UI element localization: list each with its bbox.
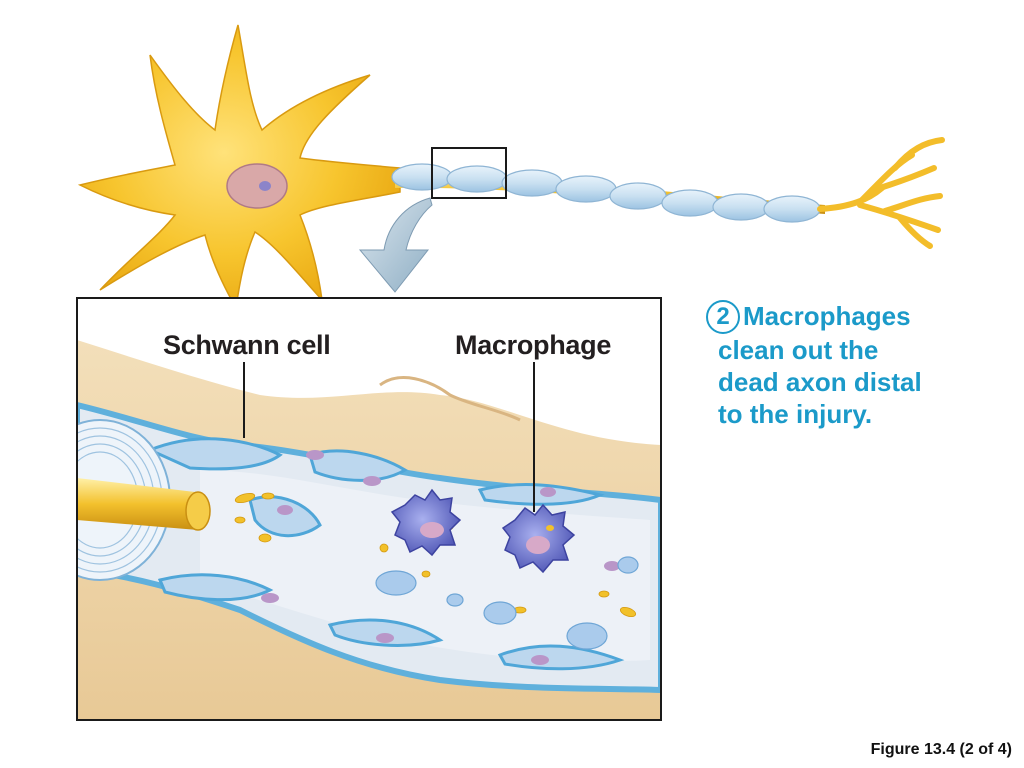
step-number-badge: 2 [706, 300, 740, 334]
inset-panel [77, 298, 661, 720]
myelin-sheath [391, 163, 821, 223]
figure-caption: Figure 13.4 (2 of 4) [870, 741, 1012, 758]
step-text-rest: clean out the dead axon distal to the in… [718, 335, 922, 429]
inset-frame [76, 297, 662, 721]
schwann-cell-label: Schwann cell [163, 330, 331, 360]
macrophage-cell [390, 488, 576, 574]
zoom-arrow [358, 197, 433, 293]
step-text-line1: Macrophages [743, 301, 911, 331]
zoom-box [431, 147, 507, 199]
axon-terminals [817, 137, 945, 249]
macrophage-label: Macrophage [455, 330, 612, 360]
axon [391, 163, 825, 223]
neuron-cell-body [77, 24, 401, 311]
axon-stump [77, 419, 211, 581]
